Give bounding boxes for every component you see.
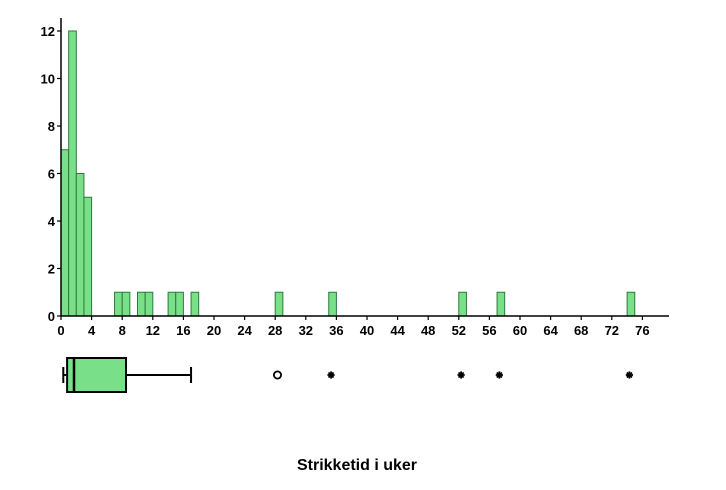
histogram-bar (83, 196, 93, 317)
boxplot-extreme-star (625, 371, 633, 379)
x-tick-label: 16 (176, 323, 190, 338)
star-stroke (457, 371, 465, 379)
star-stroke (327, 371, 335, 379)
x-tick-label: 24 (237, 323, 252, 338)
boxplot (62, 357, 633, 393)
x-tick-label: 32 (299, 323, 313, 338)
chart-axes (60, 18, 669, 317)
boxplot-extreme-star (495, 371, 503, 379)
x-tick-label: 48 (421, 323, 435, 338)
y-tick-label: 12 (41, 24, 55, 39)
x-tick-label: 64 (543, 323, 558, 338)
star-stroke (626, 371, 633, 379)
y-axis-ticks: 0 2 4 6 8 10 12 (41, 24, 61, 324)
y-tick-label: 0 (48, 309, 55, 324)
x-tick-label: 12 (146, 323, 160, 338)
x-tick-label: 8 (119, 323, 126, 338)
y-tick-label: 8 (48, 119, 55, 134)
y-tick-label: 4 (48, 214, 56, 229)
x-tick-label: 76 (635, 323, 649, 338)
histogram-bar (60, 149, 70, 317)
x-tick-label: 20 (207, 323, 221, 338)
x-tick-label: 36 (329, 323, 343, 338)
x-axis-title: Strikketid i uker (297, 457, 417, 474)
histogram-bar (496, 291, 506, 317)
boxplot-extreme-star (457, 371, 465, 379)
histogram-bar (137, 291, 146, 317)
x-tick-label: 44 (390, 323, 405, 338)
x-tick-label: 68 (574, 323, 588, 338)
histogram-bar (274, 291, 284, 317)
histogram-bar (328, 291, 337, 317)
star-stroke (496, 371, 503, 379)
x-tick-label: 0 (57, 323, 64, 338)
histogram-bar (167, 291, 177, 317)
boxplot-box (66, 357, 128, 393)
histogram-bar (190, 291, 200, 317)
histogram-bar (121, 291, 131, 317)
x-tick-label: 4 (88, 323, 96, 338)
x-tick-label: 72 (605, 323, 619, 338)
x-tick-label: 60 (513, 323, 527, 338)
boxplot-outlier (272, 370, 282, 380)
histogram-bars (60, 30, 636, 317)
histogram-bar (75, 173, 85, 317)
histogram-bar (68, 30, 77, 317)
histogram-bar (458, 291, 467, 317)
y-tick-label: 10 (41, 72, 55, 87)
y-tick-label: 6 (48, 167, 55, 182)
x-tick-label: 52 (452, 323, 466, 338)
histogram-bar (144, 291, 154, 317)
histogram-bar (114, 291, 123, 317)
boxplot-extreme-star (327, 371, 335, 379)
x-tick-label: 28 (268, 323, 282, 338)
y-tick-label: 2 (48, 262, 55, 277)
histogram-bar (626, 291, 636, 317)
histogram-bar (175, 291, 184, 317)
x-tick-label: 56 (482, 323, 496, 338)
x-tick-label: 40 (360, 323, 374, 338)
